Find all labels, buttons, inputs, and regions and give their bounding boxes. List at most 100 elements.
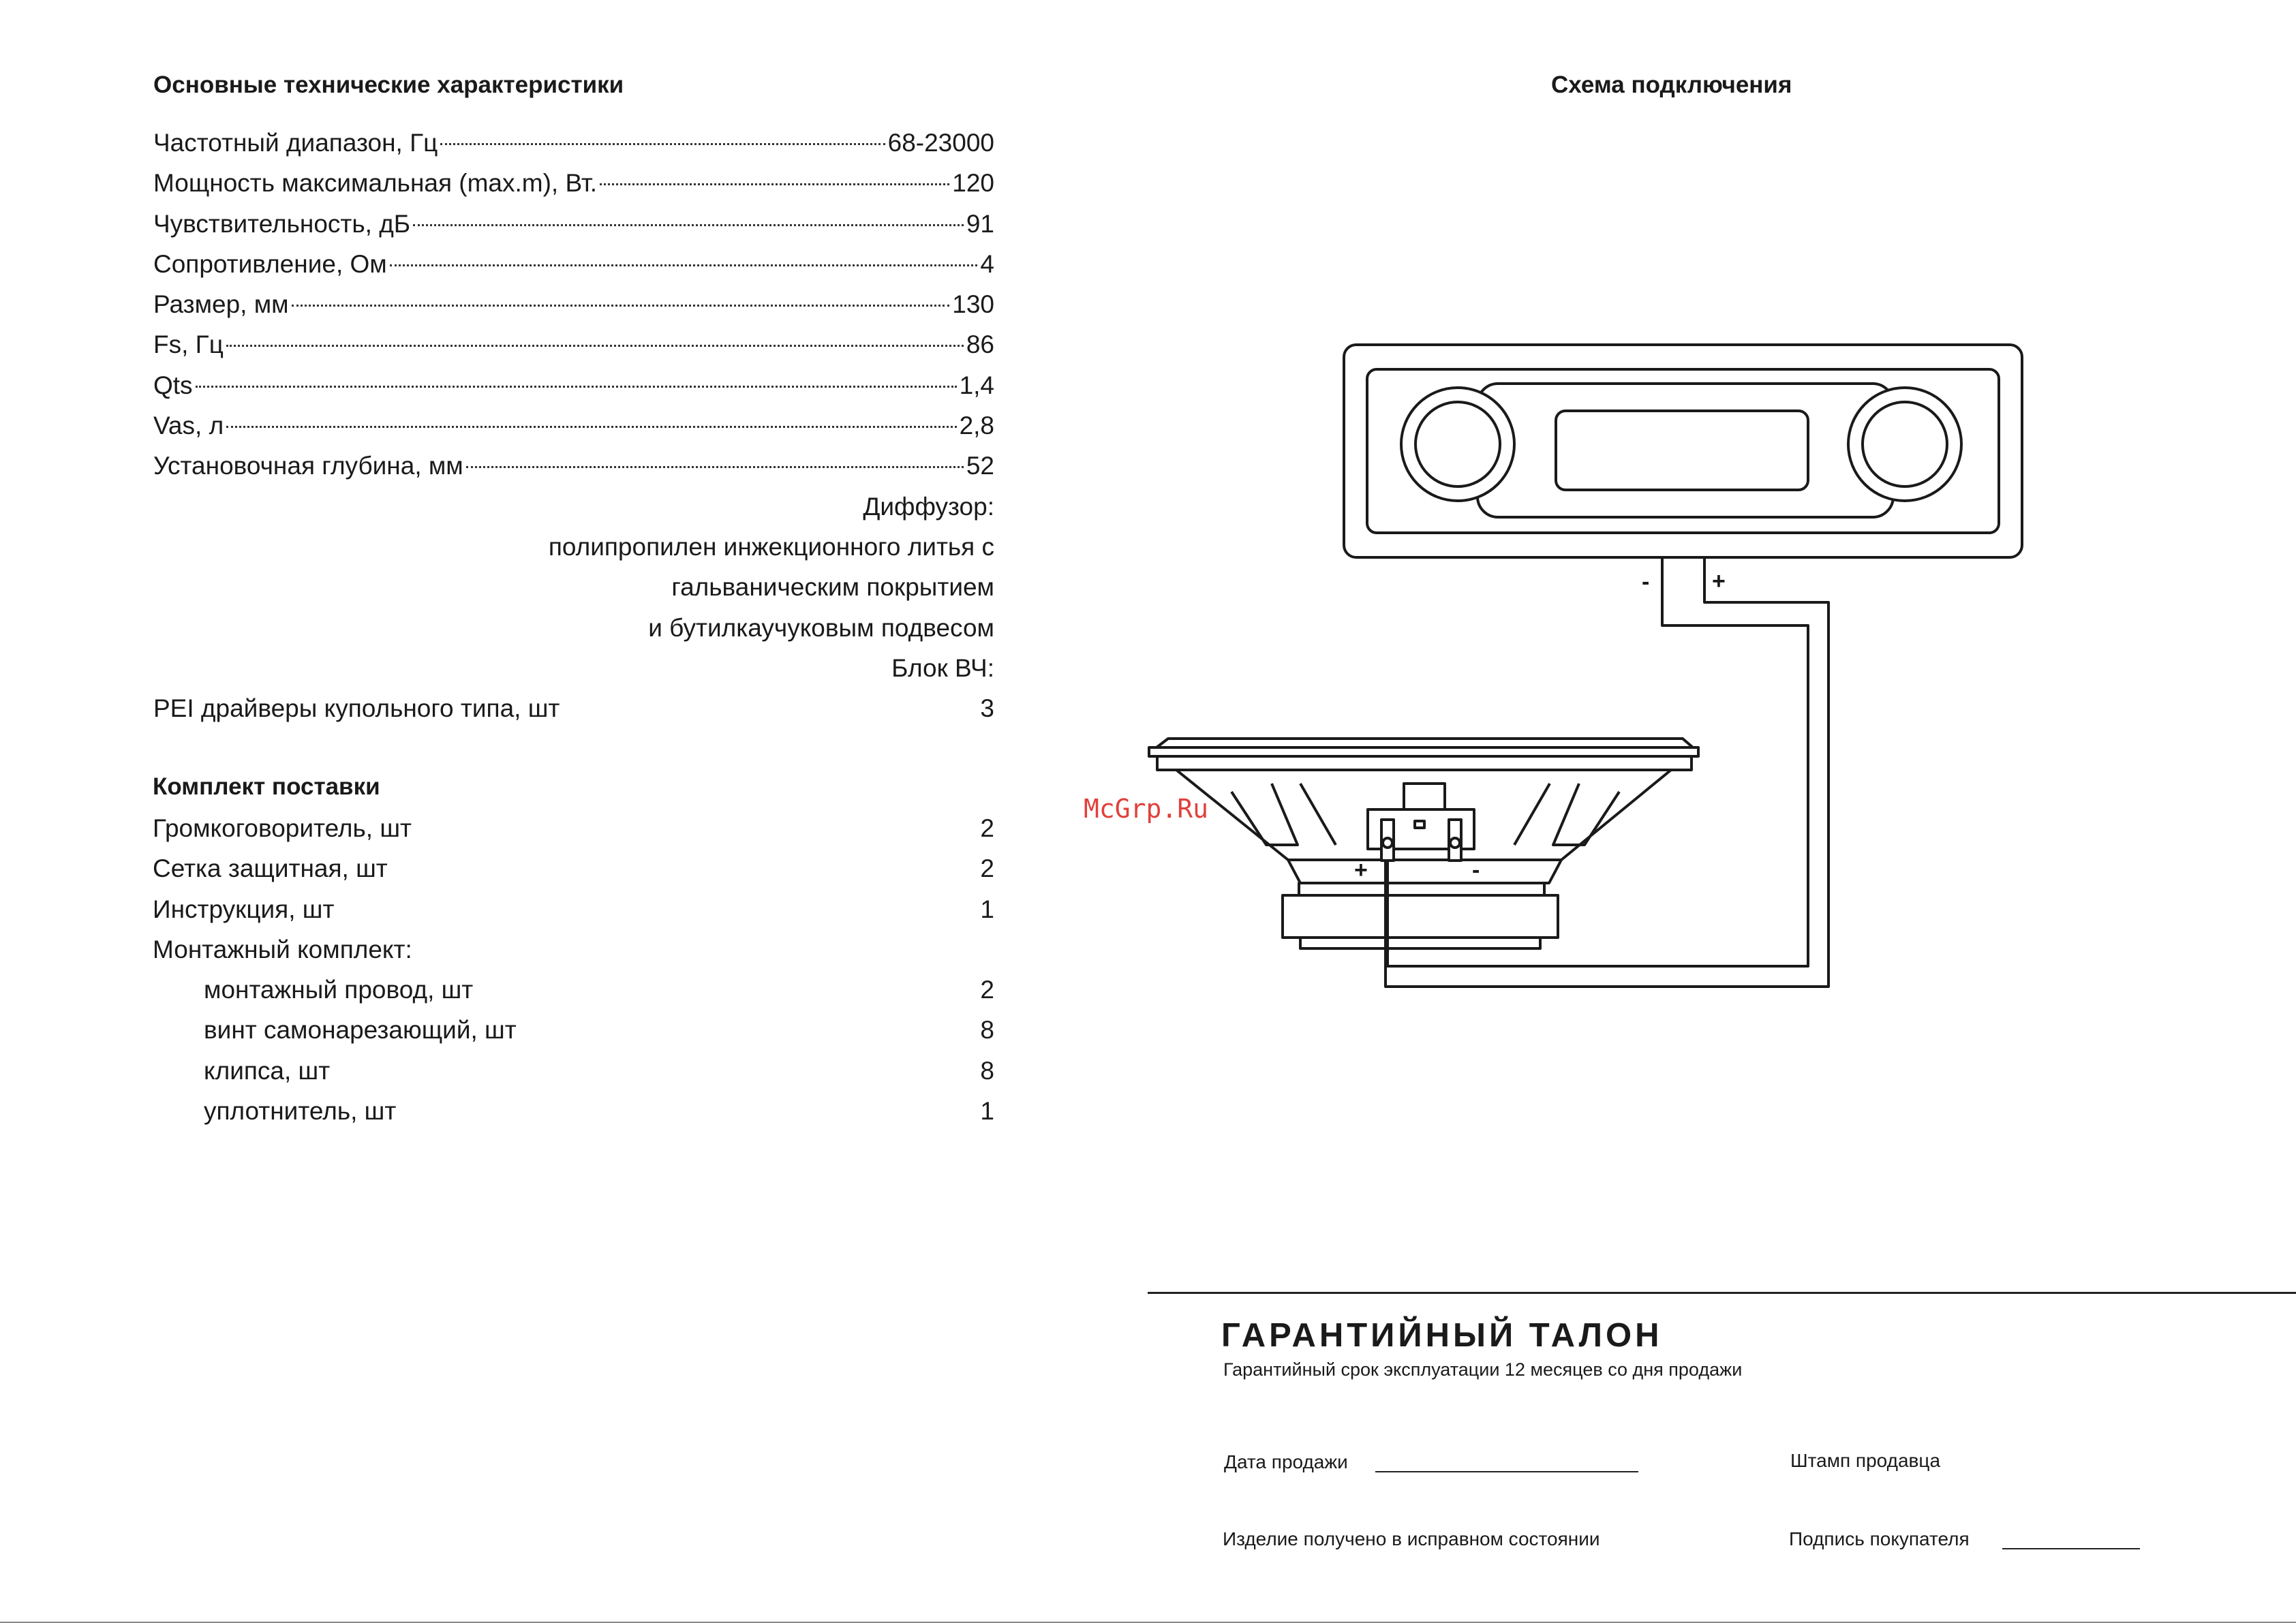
spec-row: Установочная глубина, мм 52 xyxy=(153,446,994,486)
left-knob-inner xyxy=(1414,401,1501,488)
spec-row: Fs, Гц 86 xyxy=(153,324,994,365)
mount-label: винт самонарезающий, шт xyxy=(204,1016,517,1045)
speaker-gasket xyxy=(1156,755,1693,771)
hf-label: Блок ВЧ: xyxy=(891,653,994,682)
kit-row: Инструкция, шт 1 xyxy=(153,889,994,929)
magnet-plate xyxy=(1298,882,1546,897)
watermark: McGrp.Ru xyxy=(1084,794,1209,824)
diffuser-line: гальваническим покрытием xyxy=(671,573,994,602)
magnet-base xyxy=(1299,936,1542,950)
spec-row: Qts 1,4 xyxy=(153,365,994,405)
terminal-tab xyxy=(1403,782,1446,811)
seller-stamp-label: Штамп продавца xyxy=(1790,1450,1941,1471)
mount-row: уплотнитель, шт 1 xyxy=(153,1091,994,1131)
leader-dots xyxy=(226,345,964,347)
leader-dots xyxy=(389,264,978,266)
kit-value: 2 xyxy=(980,814,994,842)
leader-dots xyxy=(291,305,950,307)
spec-label: Чувствительность, дБ xyxy=(153,209,411,238)
kit-value: 1 xyxy=(980,895,994,923)
mount-row: клипса, шт 8 xyxy=(153,1051,994,1091)
specs-list: Частотный диапазон, Гц 68-23000 Мощность … xyxy=(153,123,994,728)
spec-row: Мощность максимальная (max.m), Вт. 120 xyxy=(153,163,994,203)
spec-row: Чувствительность, дБ 91 xyxy=(153,204,994,244)
diagram-title: Схема подключения xyxy=(1551,72,1792,98)
spec-label: Qts xyxy=(153,371,193,399)
spec-value: 130 xyxy=(952,290,994,319)
spec-value: 68-23000 xyxy=(887,129,994,157)
signature-label: Подпись покупателя xyxy=(1789,1528,1970,1549)
spec-label: Размер, мм xyxy=(153,290,289,319)
speaker-plus-label: + xyxy=(1354,857,1368,883)
specs-title: Основные технические характеристики xyxy=(153,72,624,98)
received-label: Изделие получено в исправном состоянии xyxy=(1223,1528,1600,1549)
hf-row-label: PEI драйверы купольного типа, шт xyxy=(153,694,560,723)
speaker-minus-label: - xyxy=(1472,857,1480,883)
spec-label: Установочная глубина, мм xyxy=(153,452,463,480)
basket-spoke-left xyxy=(1230,783,1299,846)
leader-dots xyxy=(226,426,957,429)
signature-line[interactable] xyxy=(2002,1548,2140,1549)
minus-wire-outer xyxy=(1386,557,1809,968)
spec-row: Vas, л 2,8 xyxy=(153,405,994,446)
spec-label: Fs, Гц xyxy=(153,330,224,359)
mount-value: 2 xyxy=(980,976,994,1004)
mount-value: 8 xyxy=(980,1056,994,1085)
spec-value: 4 xyxy=(980,249,994,278)
wiring-diagram: - + + - xyxy=(1148,343,2023,988)
display xyxy=(1555,409,1809,491)
kit-value: 2 xyxy=(980,854,994,883)
kit-label: Громкоговоритель, шт xyxy=(153,814,412,842)
mount-value: 1 xyxy=(980,1097,994,1126)
separator-line xyxy=(1148,1292,2296,1294)
spec-value: 1,4 xyxy=(959,371,994,399)
leader-dots xyxy=(600,183,950,186)
leader-dots xyxy=(440,143,885,145)
spec-row: Сопротивление, Ом 4 xyxy=(153,244,994,284)
speaker-basket xyxy=(1175,769,1672,861)
speaker-flange-lip xyxy=(1155,737,1694,749)
right-knob-inner xyxy=(1861,401,1948,488)
right-knob xyxy=(1847,386,1963,502)
mount-kit-label: Монтажный комплект: xyxy=(153,935,412,963)
basket-spoke-right xyxy=(1552,783,1621,846)
head-unit-faceplate xyxy=(1366,368,2000,534)
mount-kit-label-row: Монтажный комплект: xyxy=(153,929,994,970)
spec-label: Мощность максимальная (max.m), Вт. xyxy=(153,169,598,198)
mount-label: уплотнитель, шт xyxy=(204,1097,397,1126)
spec-label: Vas, л xyxy=(153,412,224,440)
terminal-minus-post xyxy=(1448,818,1463,862)
spec-value: 2,8 xyxy=(959,412,994,440)
spec-label: Сопротивление, Ом xyxy=(153,249,387,278)
leader-dots xyxy=(413,223,964,226)
leader-dots xyxy=(465,466,964,469)
kit-title: Комплект поставки xyxy=(153,773,380,800)
kit-label: Инструкция, шт xyxy=(153,895,335,923)
left-knob xyxy=(1400,386,1516,502)
spec-value: 86 xyxy=(966,330,994,359)
headunit-minus-label: - xyxy=(1642,569,1649,595)
diffuser-line: и бутилкаучуковым подвесом xyxy=(648,613,994,642)
terminal-plus-screw xyxy=(1381,837,1394,849)
spec-row: Размер, мм 130 xyxy=(153,284,994,324)
spec-value: 120 xyxy=(952,169,994,198)
speaker-neck xyxy=(1287,859,1563,884)
leader-dots xyxy=(195,385,957,388)
terminal-plus-post xyxy=(1380,818,1395,862)
kit-row: Сетка защитная, шт 2 xyxy=(153,848,994,888)
plus-wire-outer xyxy=(1384,557,1830,988)
head-unit-body xyxy=(1343,343,2023,559)
kit-label: Сетка защитная, шт xyxy=(153,854,388,883)
kit-list: Громкоговоритель, шт 2 Сетка защитная, шт… xyxy=(153,808,994,1131)
spec-label: Частотный диапазон, Гц xyxy=(153,129,438,157)
mount-label: монтажный провод, шт xyxy=(204,976,474,1004)
hf-row-value: 3 xyxy=(980,694,994,723)
spec-value: 52 xyxy=(966,452,994,480)
terminal-indicator xyxy=(1413,820,1426,829)
spec-value: 91 xyxy=(966,209,994,238)
terminal-minus-screw xyxy=(1449,837,1461,849)
headunit-plus-label: + xyxy=(1712,568,1726,594)
mount-label: клипса, шт xyxy=(204,1056,331,1085)
sale-date-line[interactable] xyxy=(1375,1471,1638,1472)
